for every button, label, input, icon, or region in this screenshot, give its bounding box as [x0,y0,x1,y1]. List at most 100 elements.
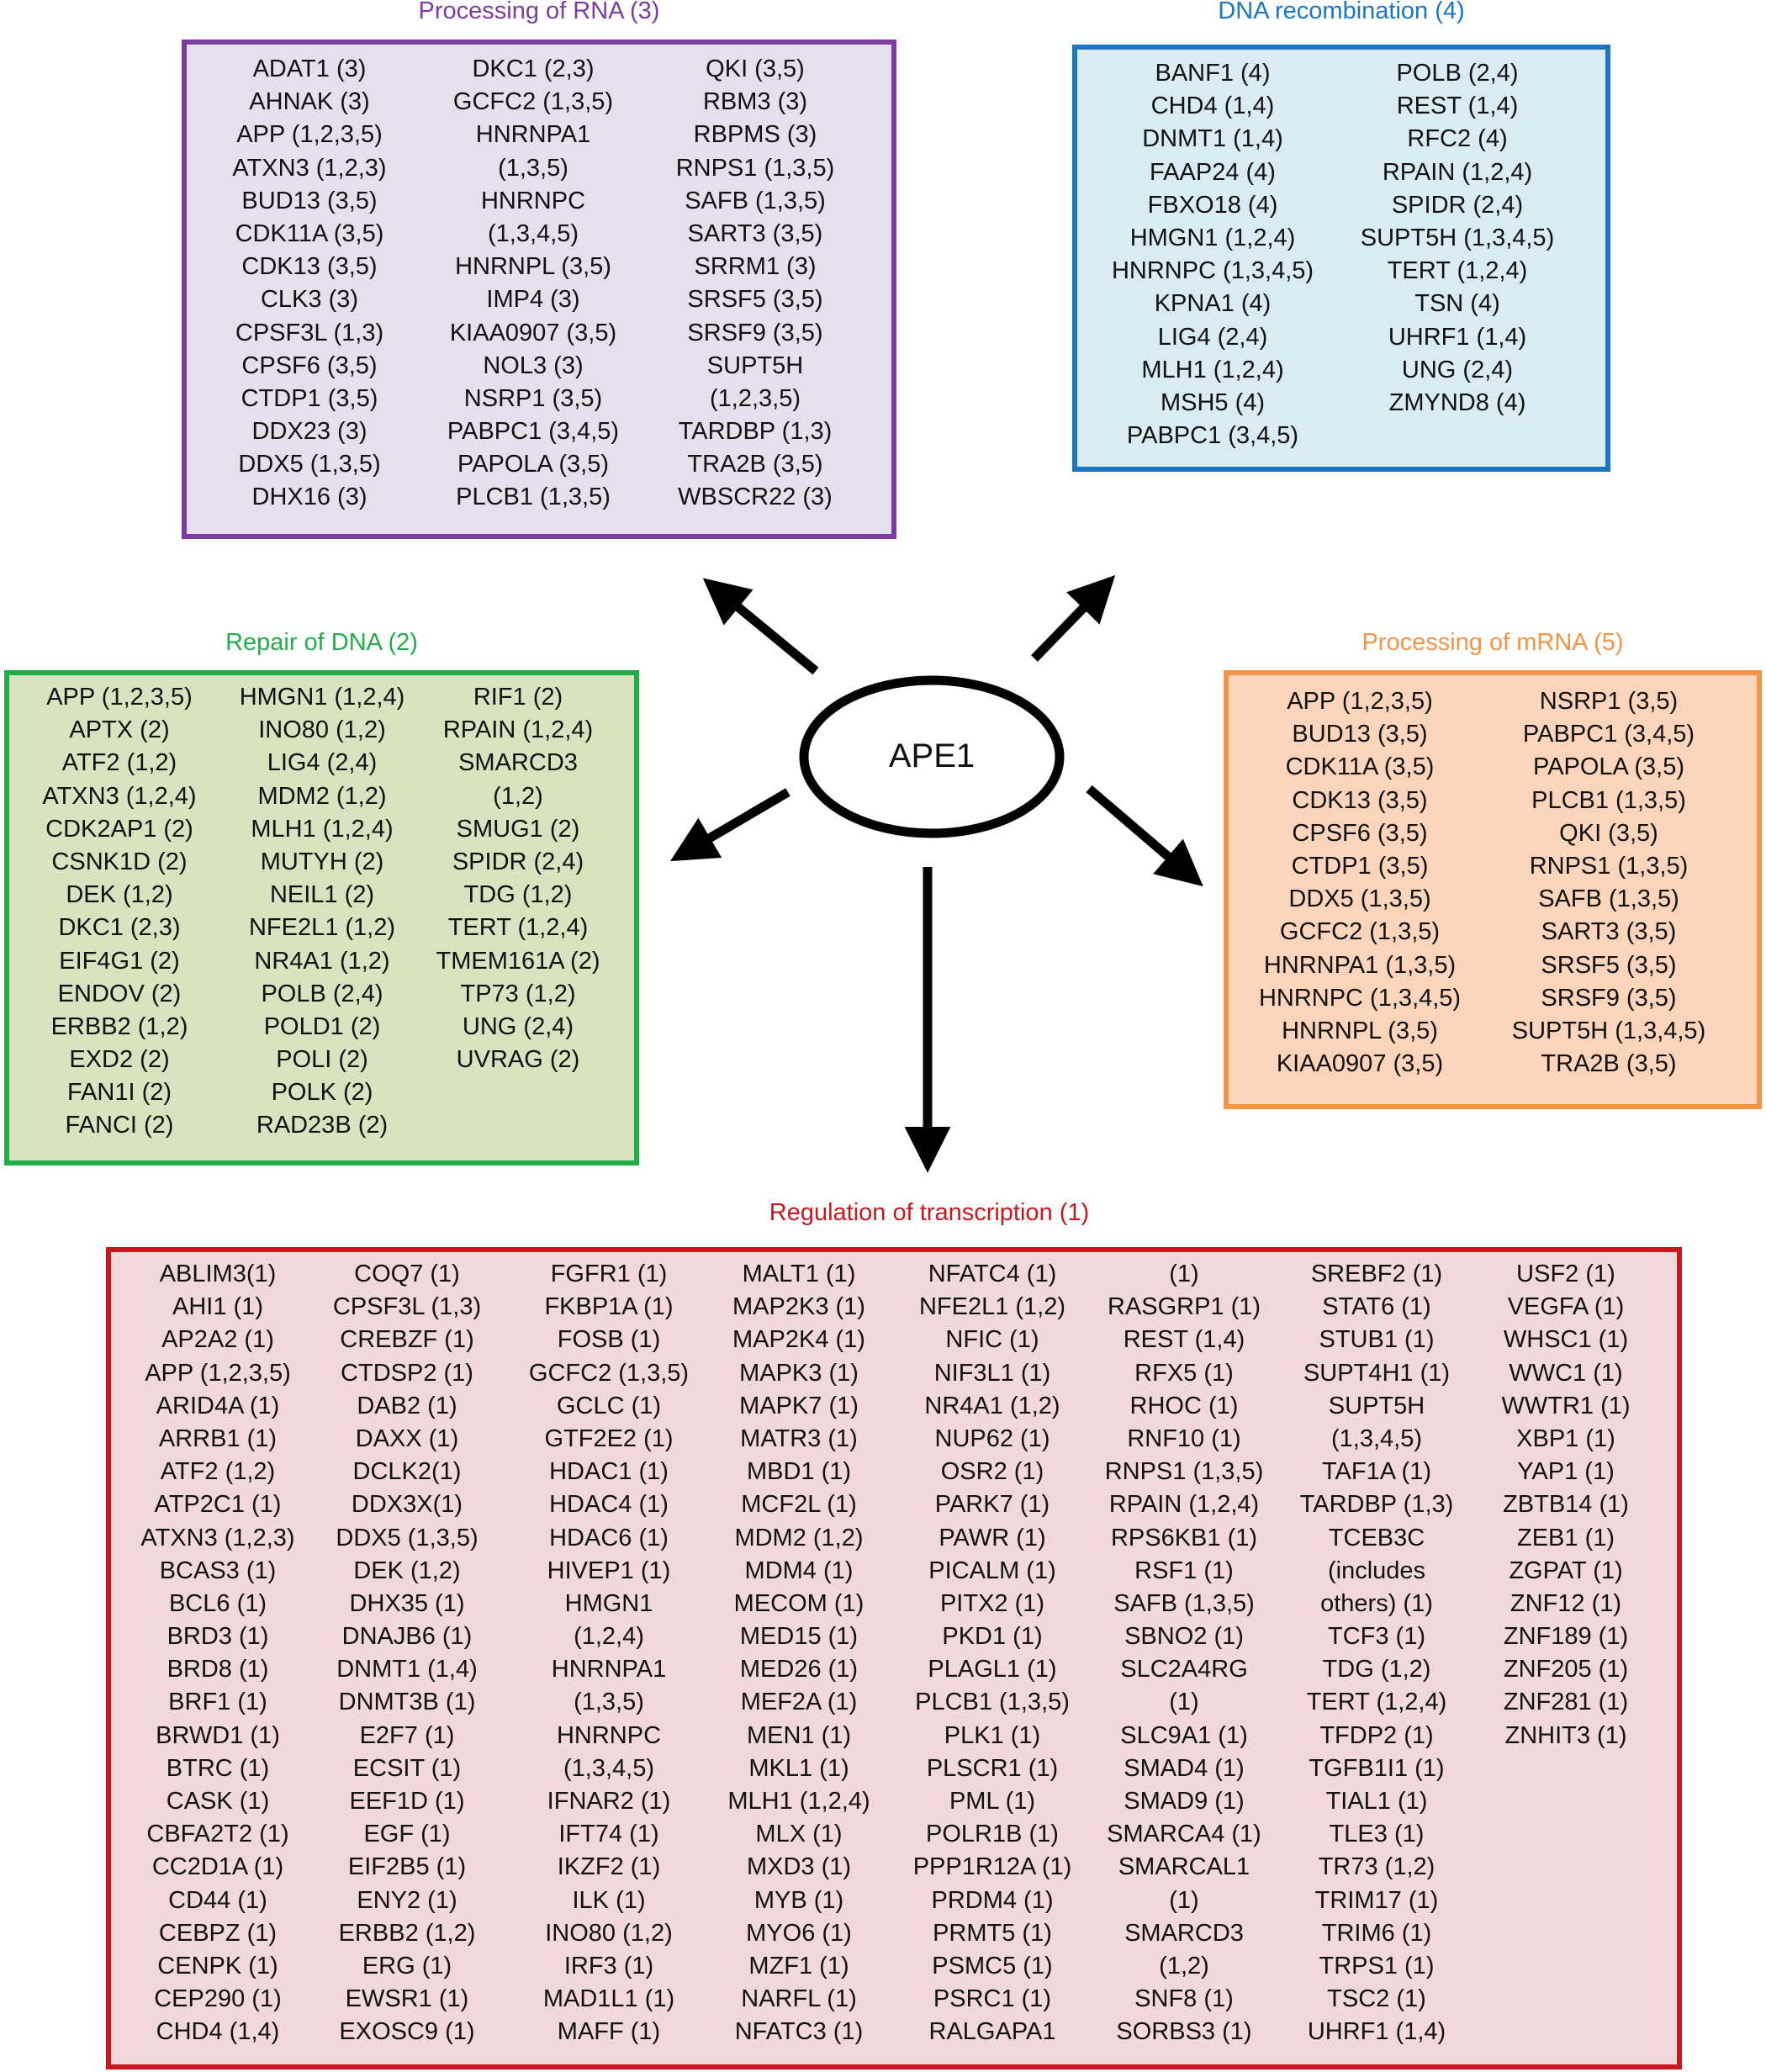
gene-entry: HNRNPC (1,3,4,5) [1258,984,1462,1012]
gene-entry: CHD4 (1,4) [156,2018,280,2046]
recomb-column-1: BANF1 (4)CHD4 (1,4)DNMT1 (1,4)FAAP24 (4)… [1078,57,1347,452]
gene-entry: TRPS1 (1) [1319,1952,1435,1980]
gene-entry: NFE2L1 (1,2) [918,1293,1066,1321]
gene-entry: MDM2 (1,2) [257,782,387,810]
gene-entry: (1,2) [493,782,543,810]
gene-entry: RIF1 (2) [473,684,563,711]
gene-entry: MZF1 (1) [748,1952,849,1980]
gene-entry: TLE3 (1) [1329,1821,1425,1848]
gene-entry: WBSCR22 (3) [678,484,833,511]
gene-entry: PLCB1 (1,3,5) [915,1689,1070,1716]
gene-entry: ATP2C1 (1) [154,1491,282,1519]
gene-entry: MAP2K3 (1) [732,1293,865,1321]
gene-entry: SMAD4 (1) [1124,1754,1245,1782]
gene-entry: others) (1) [1320,1589,1433,1617]
gene-entry: RASGRP1 (1) [1107,1293,1261,1321]
gene-entry: HIVEP1 (1) [547,1557,671,1584]
gene-entry: MAPK3 (1) [739,1359,859,1387]
gene-entry: CTDSP2 (1) [341,1359,473,1387]
gene-entry: BTRC (1) [166,1754,270,1782]
gene-entry: PSMC5 (1) [932,1952,1053,1980]
gene-entry: SUPT5H [1328,1392,1425,1419]
gene-entry: SUPT5H (1,3,4,5) [1511,1017,1706,1044]
rna-processing-box [182,40,896,539]
gene-entry: PLSCR1 (1) [926,1754,1059,1782]
gene-entry: MKL1 (1) [748,1754,849,1782]
gene-entry: HNRNPA1 [551,1656,667,1684]
gene-entry: APP (1,2,3,5) [1287,688,1433,715]
gene-entry: TDG (1,2) [463,881,573,909]
gene-entry: EGF (1) [363,1821,451,1848]
gene-entry: RAD23B (2) [256,1112,389,1139]
gene-entry: SMARCD3 [458,749,578,777]
gene-entry: CDK11A (3,5) [1285,753,1435,781]
gene-entry: HNRNPA1 (1,3,5) [1263,951,1457,979]
gene-entry: RPAIN (1,2,4) [442,716,594,744]
mrna-title: Processing of mRNA (5) [1362,629,1624,656]
gene-entry: NARFL (1) [741,1985,857,2013]
gene-entry: ZNHIT3 (1) [1504,1721,1627,1749]
gene-entry: INO80 (1,2) [258,716,386,744]
gene-entry: BUD13 (3,5) [1292,721,1428,748]
arrow-to-mrna [1086,785,1203,887]
gene-entry: SRSF9 (3,5) [1541,984,1677,1012]
gene-entry: MAFF (1) [557,2018,661,2046]
gene-entry: NFATC4 (1) [928,1261,1057,1287]
gene-entry: TIAL1 (1) [1325,1788,1428,1815]
gene-entry: RPAIN (1,2,4) [1382,158,1533,186]
gene-entry: WWTR1 (1) [1501,1392,1631,1419]
gene-entry: MSH5 (4) [1160,388,1266,416]
gene-entry: REST (1,4) [1396,92,1519,120]
gene-entry: HDAC1 (1) [549,1458,669,1486]
gene-entry: ILK (1) [572,1886,646,1914]
gene-entry: DKC1 (2,3) [472,56,595,82]
gene-entry: CD44 (1) [168,1886,267,1914]
gene-entry: RFC2 (4) [1407,125,1508,153]
gene-entry: SRRM1 (3) [694,253,817,281]
gene-entry: EEF1D (1) [349,1788,465,1815]
gene-entry: PML (1) [949,1788,1036,1815]
gene-entry: TARDBP (1,3) [1299,1491,1454,1519]
gene-entry: PITX2 (1) [939,1589,1045,1617]
gene-entry: PARK7 (1) [934,1491,1050,1519]
mrna-column-1: APP (1,2,3,5)BUD13 (3,5)CDK11A (3,5)CDK1… [1225,685,1494,1081]
gene-entry: MAPK7 (1) [739,1392,859,1419]
gene-entry: DDX5 (1,3,5) [1288,885,1431,913]
gene-entry: (includes [1327,1557,1426,1584]
gene-entry: ZNF12 (1) [1510,1589,1622,1617]
gene-entry: EIF2B5 (1) [347,1853,467,1881]
gene-entry: WWC1 (1) [1509,1359,1623,1387]
gene-entry: IFNAR2 (1) [547,1788,671,1815]
transc-column-4: MALT1 (1)MAP2K3 (1)MAP2K4 (1)MAPK3 (1)MA… [664,1258,933,2049]
gene-entry: CC2D1A (1) [151,1853,284,1881]
gene-entry: HNRNPA1 [475,121,591,149]
gene-entry: PABPC1 (3,4,5) [1522,721,1695,748]
gene-entry: EWSR1 (1) [345,1985,469,2013]
rna-title: Processing of RNA (3) [418,0,660,24]
gene-entry: (1,3,5) [574,1689,644,1716]
gene-entry: VEGFA (1) [1507,1293,1625,1321]
gene-entry: SMARCAL1 [1118,1853,1250,1881]
gene-entry: APP (1,2,3,5) [236,121,383,149]
gene-entry: EXD2 (2) [69,1046,170,1074]
gene-entry: ERBB2 (1,2) [50,1012,188,1040]
gene-entry: KIAA0907 (3,5) [1276,1050,1444,1078]
gene-entry: TP73 (1,2) [460,980,576,1007]
gene-entry: PAPOLA (3,5) [1533,753,1684,781]
gene-entry: EIF4G1 (2) [59,947,180,975]
gene-entry: USF2 (1) [1516,1261,1615,1287]
rna-column-3: QKI (3,5)RBM3 (3)RBPMS (3)RNPS1 (1,3,5)S… [621,53,890,515]
gene-entry: RNPS1 (1,3,5) [1529,852,1689,880]
gene-entry: AHNAK (3) [249,88,370,116]
gene-entry: DCLK2(1) [352,1458,462,1486]
gene-entry: FANCI (2) [65,1112,174,1139]
gene-entry: DNMT1 (1,4) [336,1656,478,1684]
gene-entry: DDX5 (1,3,5) [238,451,381,478]
transc-column-8: USF2 (1)VEGFA (1)WHSC1 (1)WWC1 (1)WWTR1 … [1431,1258,1700,1752]
gene-entry: GCFC2 (1,3,5) [452,88,614,116]
gene-entry: SLC2A4RG [1120,1656,1248,1684]
gene-entry: DDX23 (3) [251,418,367,446]
gene-entry: BCL6 (1) [168,1589,267,1617]
gene-entry: TFDP2 (1) [1319,1721,1434,1749]
gene-entry: ZNF189 (1) [1503,1623,1629,1651]
